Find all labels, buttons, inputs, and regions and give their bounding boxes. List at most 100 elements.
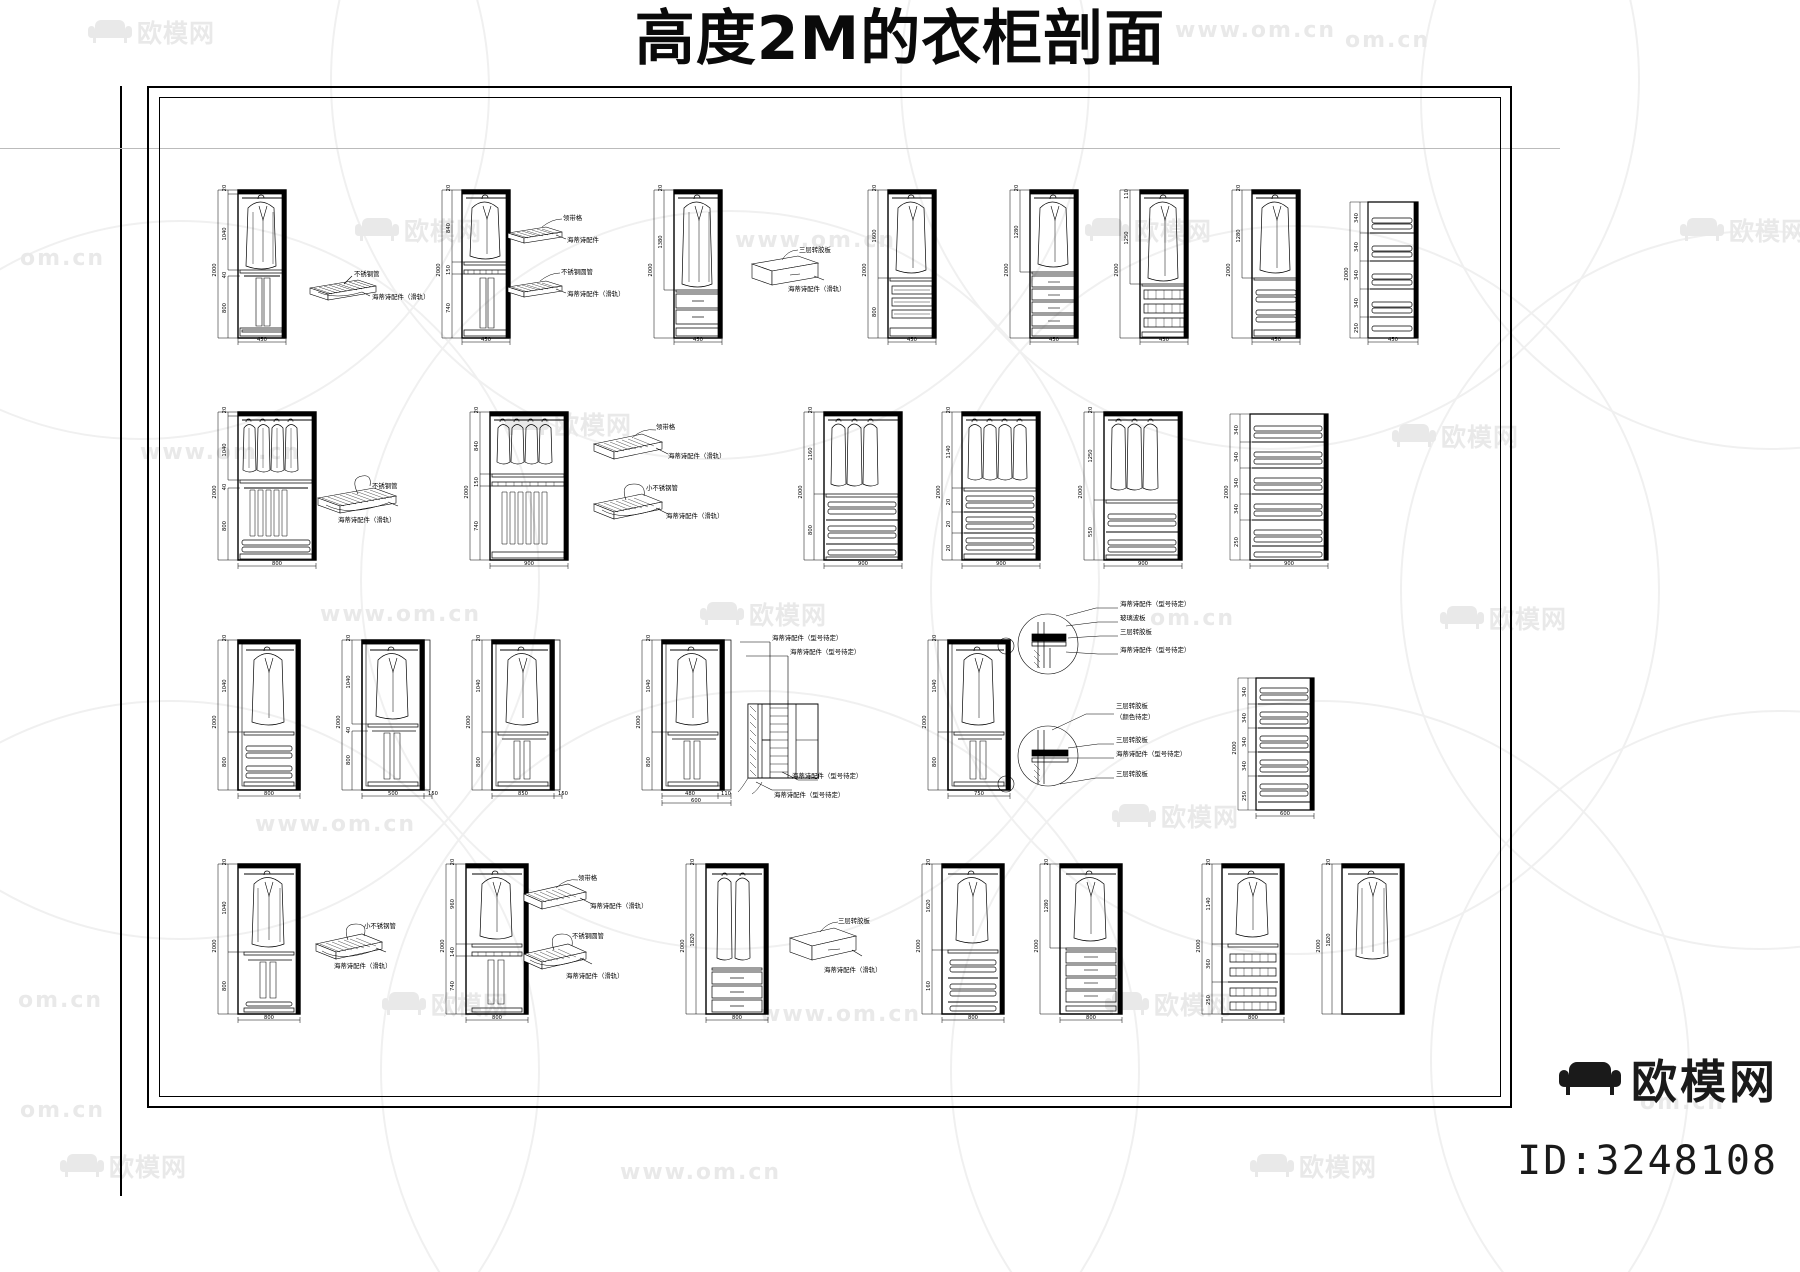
wardrobe-unit-r2u1: 2000 1040 800 20 40 800 — [196, 404, 336, 574]
dim-900: 900 — [524, 561, 534, 567]
wardrobe-unit-r1u7: 2000 1280 20 450 — [1210, 182, 1320, 347]
dim-800: 800 — [346, 755, 352, 765]
dim-600: 600 — [691, 798, 701, 804]
dim-2000: 2000 — [648, 263, 654, 276]
dim-740: 740 — [474, 521, 480, 531]
dim-1250: 1250 — [1088, 449, 1094, 462]
annot-three-layer-board: 三层转胶板 — [1120, 627, 1153, 636]
dim-2000: 2000 — [1232, 741, 1238, 754]
dim-150: 150 — [446, 265, 452, 275]
dim-2000: 2000 — [1004, 263, 1010, 276]
wardrobe-unit-r4u5: 2000 1280 20 800 — [1018, 856, 1148, 1031]
callout-r1u2: 领带格 海蒂诗配件 不锈钢圆管 海蒂诗配件（滑轨） — [500, 205, 630, 315]
trim-mark-top — [0, 148, 1560, 149]
dim-340: 340 — [1234, 478, 1240, 488]
annot-hettich-slide: 海蒂诗配件（滑轨） — [824, 965, 882, 974]
annot-tie-rack: 领带格 — [578, 873, 598, 882]
dim-1040: 1040 — [932, 679, 938, 692]
annot-three-layer-board: 三层转胶板 — [1116, 769, 1149, 778]
dim-450: 450 — [481, 337, 491, 343]
dim-2000: 2000 — [798, 485, 804, 498]
dim-1820: 1820 — [1326, 933, 1332, 946]
annot-hettich-slide: 海蒂诗配件（滑轨） — [372, 292, 430, 301]
wardrobe-unit-r4u4: 2000 1620 160 20 800 — [900, 856, 1030, 1031]
annot-hettich-slide: 海蒂诗配件（滑轨） — [566, 971, 624, 980]
dim-340: 340 — [1354, 213, 1360, 223]
wardrobe-unit-r2u4: 2000 1140 20 20 20 20 900 — [920, 404, 1060, 574]
dim-150: 150 — [428, 791, 438, 797]
dim-500: 500 — [388, 791, 398, 797]
dim-20: 20 — [946, 499, 952, 506]
dim-480: 480 — [685, 791, 695, 797]
annot-tie-rack: 领带格 — [563, 213, 583, 222]
wardrobe-unit-r2u3: 2000 1160 800 20 900 — [782, 404, 922, 574]
dim-800: 800 — [272, 561, 282, 567]
wardrobe-unit-r1u4: 2000 1600 800 20 450 — [846, 182, 956, 347]
dim-800: 800 — [222, 303, 228, 313]
dim-340: 340 — [1354, 298, 1360, 308]
wardrobe-unit-r4u2: 2000 960 140 740 20 800 — [424, 856, 554, 1031]
dim-140: 140 — [450, 947, 456, 957]
dim-800: 800 — [646, 757, 652, 767]
annot-three-layer-board-color: （颜色待定） — [1116, 712, 1154, 721]
dim-40: 40 — [346, 727, 352, 734]
dim-800: 800 — [872, 307, 878, 317]
dim-800: 800 — [264, 1015, 274, 1021]
annot-hettich-model-tbd: 海蒂诗配件（型号待定） — [1120, 599, 1190, 608]
callout-r4u3: 三层转胶板 海蒂诗配件（滑轨） — [780, 912, 920, 982]
callout-r2u1: 不锈钢管 海蒂诗配件（滑轨） — [308, 460, 448, 540]
callout-r2u2: 领带格 海蒂诗配件（滑轨） 小不锈钢管 — [580, 418, 730, 558]
dim-1280: 1280 — [1014, 225, 1020, 238]
dim-20: 20 — [808, 407, 814, 414]
dim-2000: 2000 — [1078, 485, 1084, 498]
dim-1040: 1040 — [222, 443, 228, 456]
dim-2000: 2000 — [680, 939, 686, 952]
annot-hettich-slide: 海蒂诗配件（滑轨） — [788, 284, 846, 293]
dim-900: 900 — [996, 561, 1006, 567]
dim-1600: 1600 — [872, 229, 878, 242]
dim-20: 20 — [872, 185, 878, 192]
dim-2000: 2000 — [862, 263, 868, 276]
dim-840: 840 — [446, 223, 452, 233]
dim-2000: 2000 — [212, 939, 218, 952]
wardrobe-unit-r4u6: 2000 1140 360 250 20 800 — [1180, 856, 1310, 1031]
dim-1820: 1820 — [690, 933, 696, 946]
wardrobe-unit-r3u6: 2000 340 340 340 340 250 600 — [1218, 672, 1348, 822]
dim-360: 360 — [1206, 959, 1212, 969]
dim-1380: 1380 — [658, 235, 664, 248]
dim-800: 800 — [808, 525, 814, 535]
sofa-icon — [1559, 1060, 1621, 1098]
dim-800: 800 — [476, 757, 482, 767]
dim-250: 250 — [1206, 995, 1212, 1005]
dim-800: 800 — [1086, 1015, 1096, 1021]
annot-hettich-slide: 海蒂诗配件（滑轨） — [567, 289, 625, 298]
dim-800: 800 — [968, 1015, 978, 1021]
dim-150: 150 — [474, 477, 480, 487]
dim-40: 40 — [222, 272, 228, 279]
detail-callout-lower: 三层转胶板 （颜色待定） 三层转胶板 海蒂诗配件（型号待定） 三层转胶板 — [1000, 700, 1200, 800]
callout-r1u1: 不锈钢管 海蒂诗配件（滑轨） — [300, 250, 430, 310]
annot-hettich-slide: 海蒂诗配件（滑轨） — [666, 511, 724, 520]
dim-150: 150 — [558, 791, 568, 797]
dim-110: 110 — [1124, 189, 1130, 199]
dim-2000: 2000 — [1316, 939, 1322, 952]
annot-stainless-round-tube: 不锈钢圆管 — [572, 931, 604, 940]
dim-800: 800 — [264, 791, 274, 797]
annot-three-layer-board: 三层转胶板 — [799, 245, 832, 254]
annot-three-layer-board: 三层转胶板 — [838, 916, 871, 925]
brand-name: 欧模网 — [1631, 1055, 1778, 1109]
annot-hettich-slide: 海蒂诗配件（滑轨） — [334, 961, 392, 970]
dim-450: 450 — [693, 337, 703, 343]
dim-1040: 1040 — [222, 901, 228, 914]
wardrobe-unit-r2u6: 2000 340 340 340 340 250 900 — [1208, 404, 1348, 574]
dim-1040: 1040 — [346, 675, 352, 688]
dim-20: 20 — [932, 635, 938, 642]
dim-1040: 1040 — [646, 679, 652, 692]
dim-1250: 1250 — [1124, 231, 1130, 244]
dim-20: 20 — [926, 859, 932, 866]
dim-850: 850 — [518, 791, 528, 797]
dim-1280: 1280 — [1044, 899, 1050, 912]
dim-740: 740 — [446, 303, 452, 313]
trim-mark-left — [120, 86, 122, 1196]
